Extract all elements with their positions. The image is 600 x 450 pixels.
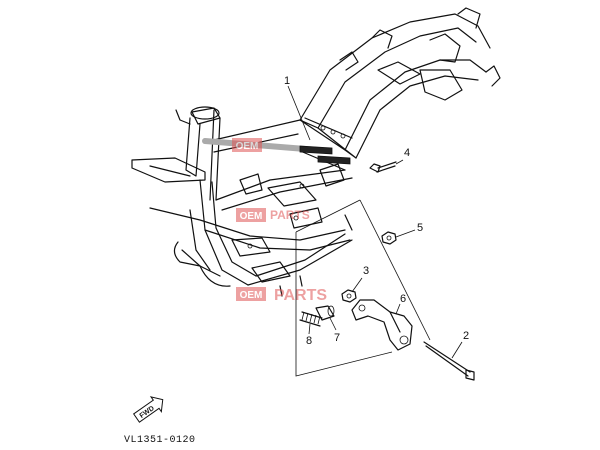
svg-text:PARTS: PARTS [274,287,327,304]
leader-lines [287,85,463,377]
callout-7: 7 [334,332,340,344]
part-3-nut [341,289,357,303]
part-5-nut [381,231,397,245]
diagram-code: VL1351-0120 [124,435,196,446]
callout-5: 5 [417,222,423,234]
callout-3: 3 [363,265,369,277]
callout-2: 2 [463,330,469,342]
svg-text:FWD: FWD [139,405,156,420]
callout-6: 6 [400,293,406,305]
fwd-arrow-icon: FWD [132,396,164,423]
svg-text:OEM: OEM [240,211,263,222]
callout-1: 1 [284,75,290,87]
callout-4: 4 [404,147,410,159]
svg-text:PARTS: PARTS [270,208,310,222]
frame-drawing [131,7,501,297]
part-2-bolt [423,341,475,381]
watermark: OEM OEM PARTS OEM PARTS [232,138,327,304]
part-7-collar [315,305,335,321]
svg-text:OEM: OEM [236,141,259,152]
svg-text:OEM: OEM [240,290,263,301]
part-8-spring [299,311,323,327]
callout-8: 8 [306,335,312,347]
part-4-bolt [369,161,397,173]
part-6-bracket [351,299,413,351]
